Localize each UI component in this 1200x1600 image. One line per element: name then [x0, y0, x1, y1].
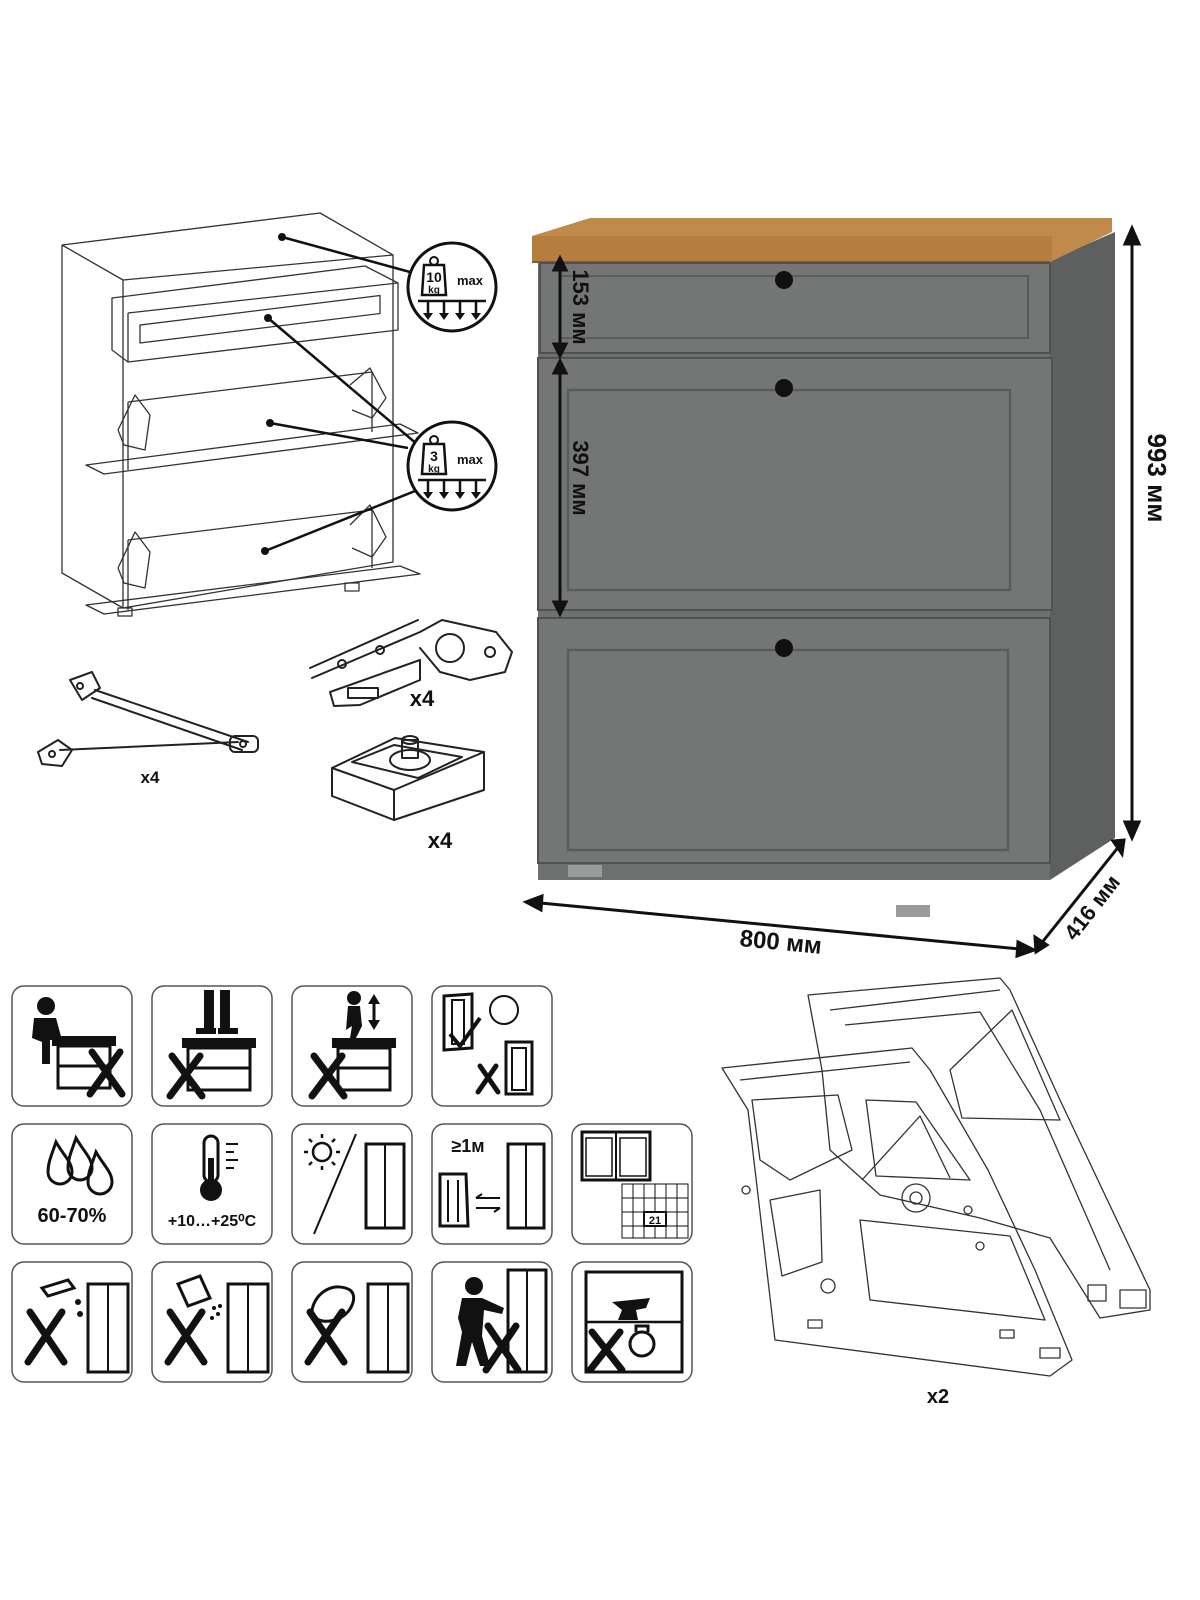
ventilation-calendar-icon: 21: [571, 1123, 693, 1245]
no-climbing-on-cabinet-icon: [291, 985, 413, 1107]
load-badge-10kg: 10 kg max: [406, 241, 498, 333]
heater-distance-icon: ≥1м: [431, 1123, 553, 1245]
badge-unit: kg: [428, 464, 440, 475]
leader-lines: [261, 233, 421, 555]
temperature-icon: +10…+25⁰С: [151, 1123, 273, 1245]
lid-stay-icon: [37, 671, 259, 767]
leveler-quantity: x4: [428, 828, 453, 853]
badge-max: max: [457, 452, 484, 467]
badge-unit: kg: [428, 285, 440, 296]
flap-height-label: 397 мм: [568, 440, 593, 515]
no-heavy-objects-icon: [571, 1261, 693, 1383]
no-sitting-on-cabinet-icon: [11, 985, 133, 1107]
hinge-quantity: x4: [410, 686, 435, 711]
load-arrows-icon: [426, 480, 478, 494]
flap-knob: [775, 379, 793, 397]
stay-quantity: x4: [141, 768, 160, 787]
mechanism-quantity: x2: [927, 1386, 949, 1408]
drawer-height-label: 153 мм: [568, 269, 593, 344]
badge-max: max: [457, 273, 484, 288]
dimension-lines: [522, 224, 1142, 959]
cabinet-render: [532, 218, 1115, 917]
no-liquids-icon: [11, 1261, 133, 1383]
flap-knob: [775, 639, 793, 657]
no-pushing-cabinet-icon: [431, 1261, 553, 1383]
badge-weight: 3: [430, 448, 438, 464]
no-direct-sunlight-icon: [291, 1123, 413, 1245]
load-arrows-icon: [426, 301, 478, 315]
humidity-icon: 60-70%: [11, 1123, 133, 1245]
hinge-icon: [309, 619, 513, 707]
cabinet-line-drawing: [61, 212, 421, 617]
leveler-foot-icon: [331, 735, 485, 821]
calendar-day: 21: [649, 1215, 661, 1227]
badge-weight: 10: [426, 269, 442, 285]
total-height-label: 993 мм: [1142, 433, 1172, 522]
no-abrasive-cleaning-icon: [151, 1261, 273, 1383]
load-badge-3kg: 3 kg max: [406, 420, 498, 512]
flap-mechanism-icon: [721, 977, 1151, 1377]
no-standing-on-cabinet-icon: [151, 985, 273, 1107]
drawer-knob: [775, 271, 793, 289]
humidity-label: 60-70%: [38, 1205, 107, 1227]
distance-label: ≥1м: [451, 1136, 484, 1156]
temperature-label: +10…+25⁰С: [168, 1213, 257, 1230]
no-sponge-wet-cleaning-icon: [291, 1261, 413, 1383]
assembly-check-icon: [431, 985, 553, 1107]
